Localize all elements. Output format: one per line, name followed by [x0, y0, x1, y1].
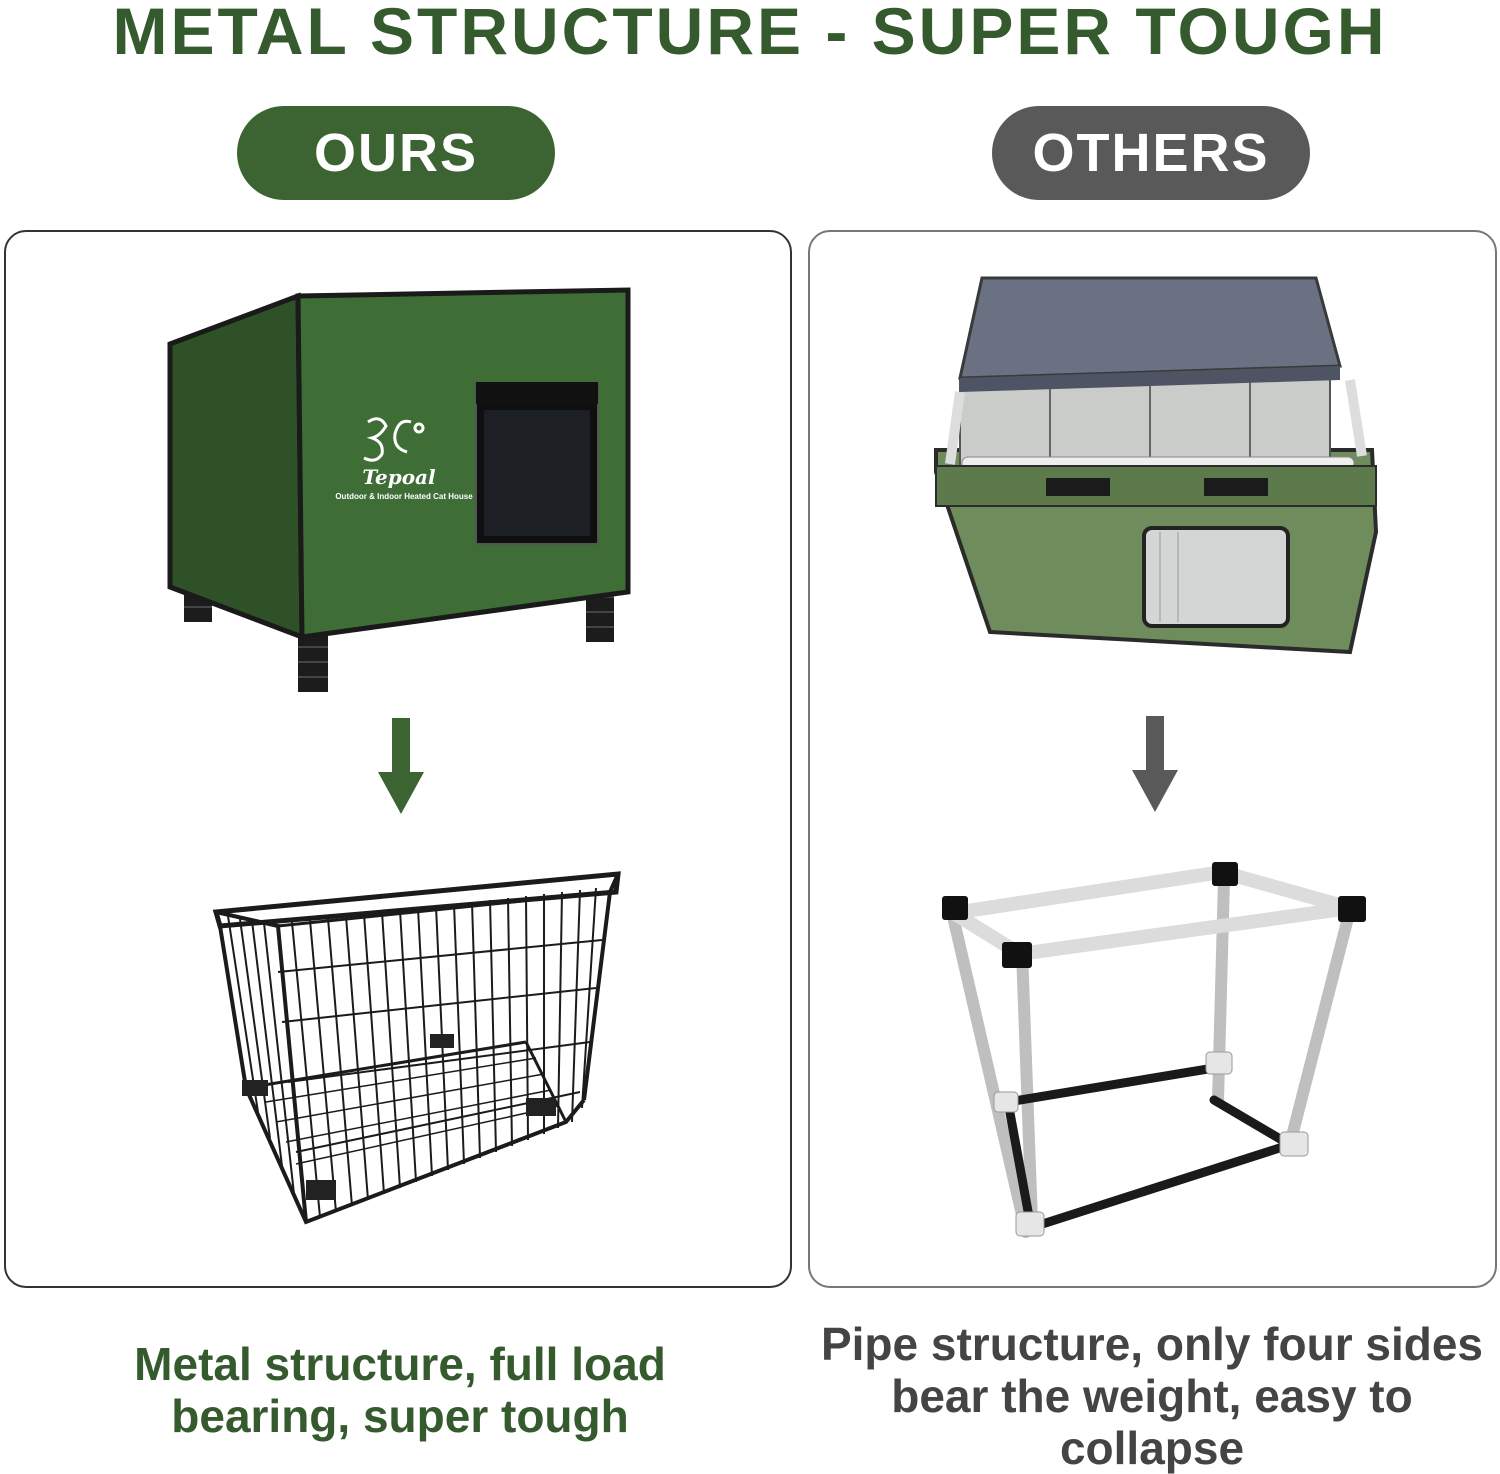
ours-caption: Metal structure, full load bearing, supe…: [134, 1338, 666, 1442]
brand-name: Tepoal: [362, 465, 436, 489]
ours-cat-house-image: Tepoal Outdoor & Indoor Heated Cat House: [167, 287, 631, 692]
ours-illustrations: Tepoal Outdoor & Indoor Heated Cat House: [167, 287, 631, 1225]
down-arrow-icon: [378, 718, 424, 814]
others-badge: OTHERS: [992, 106, 1310, 200]
others-fabric-house-image: [934, 276, 1379, 655]
ours-metal-crate-image: [212, 871, 621, 1225]
page-title: METAL STRUCTURE - SUPER TOUGH: [112, 0, 1388, 68]
ours-badge: OURS: [237, 106, 555, 200]
others-illustrations: [934, 276, 1379, 1238]
brand-logo: [363, 417, 425, 462]
brand-tagline: Outdoor & Indoor Heated Cat House: [335, 492, 473, 501]
others-pipe-frame-image: [942, 862, 1366, 1238]
others-panel: [808, 230, 1497, 1288]
down-arrow-icon: [1132, 716, 1178, 812]
ours-panel: Tepoal Outdoor & Indoor Heated Cat House: [4, 230, 792, 1288]
others-caption: Pipe structure, only four sides bear the…: [820, 1318, 1484, 1474]
